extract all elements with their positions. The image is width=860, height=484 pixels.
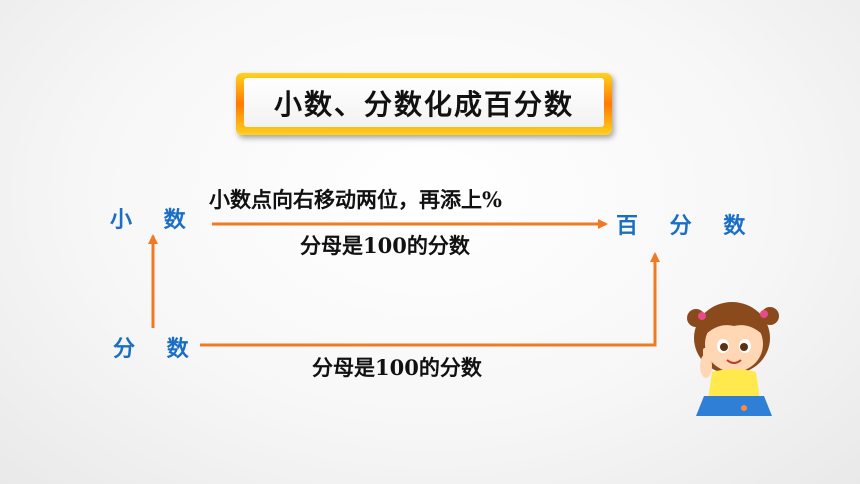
- title-banner: 小数、分数化成百分数: [236, 73, 612, 135]
- label-decimal-rule: 小数点向右移动两位，再添上%: [209, 187, 502, 212]
- node-percent: 百 分 数: [616, 214, 758, 239]
- label-fraction-denominator: 分母是100的分数: [312, 355, 482, 380]
- arrow-fraction-to-percent: [200, 252, 660, 347]
- girl-icon: [687, 302, 779, 416]
- node-fraction: 分 数: [113, 337, 201, 362]
- node-decimal: 小 数: [110, 208, 198, 233]
- page-title: 小数、分数化成百分数: [244, 78, 604, 127]
- label-decimal-denominator: 分母是100的分数: [300, 233, 470, 258]
